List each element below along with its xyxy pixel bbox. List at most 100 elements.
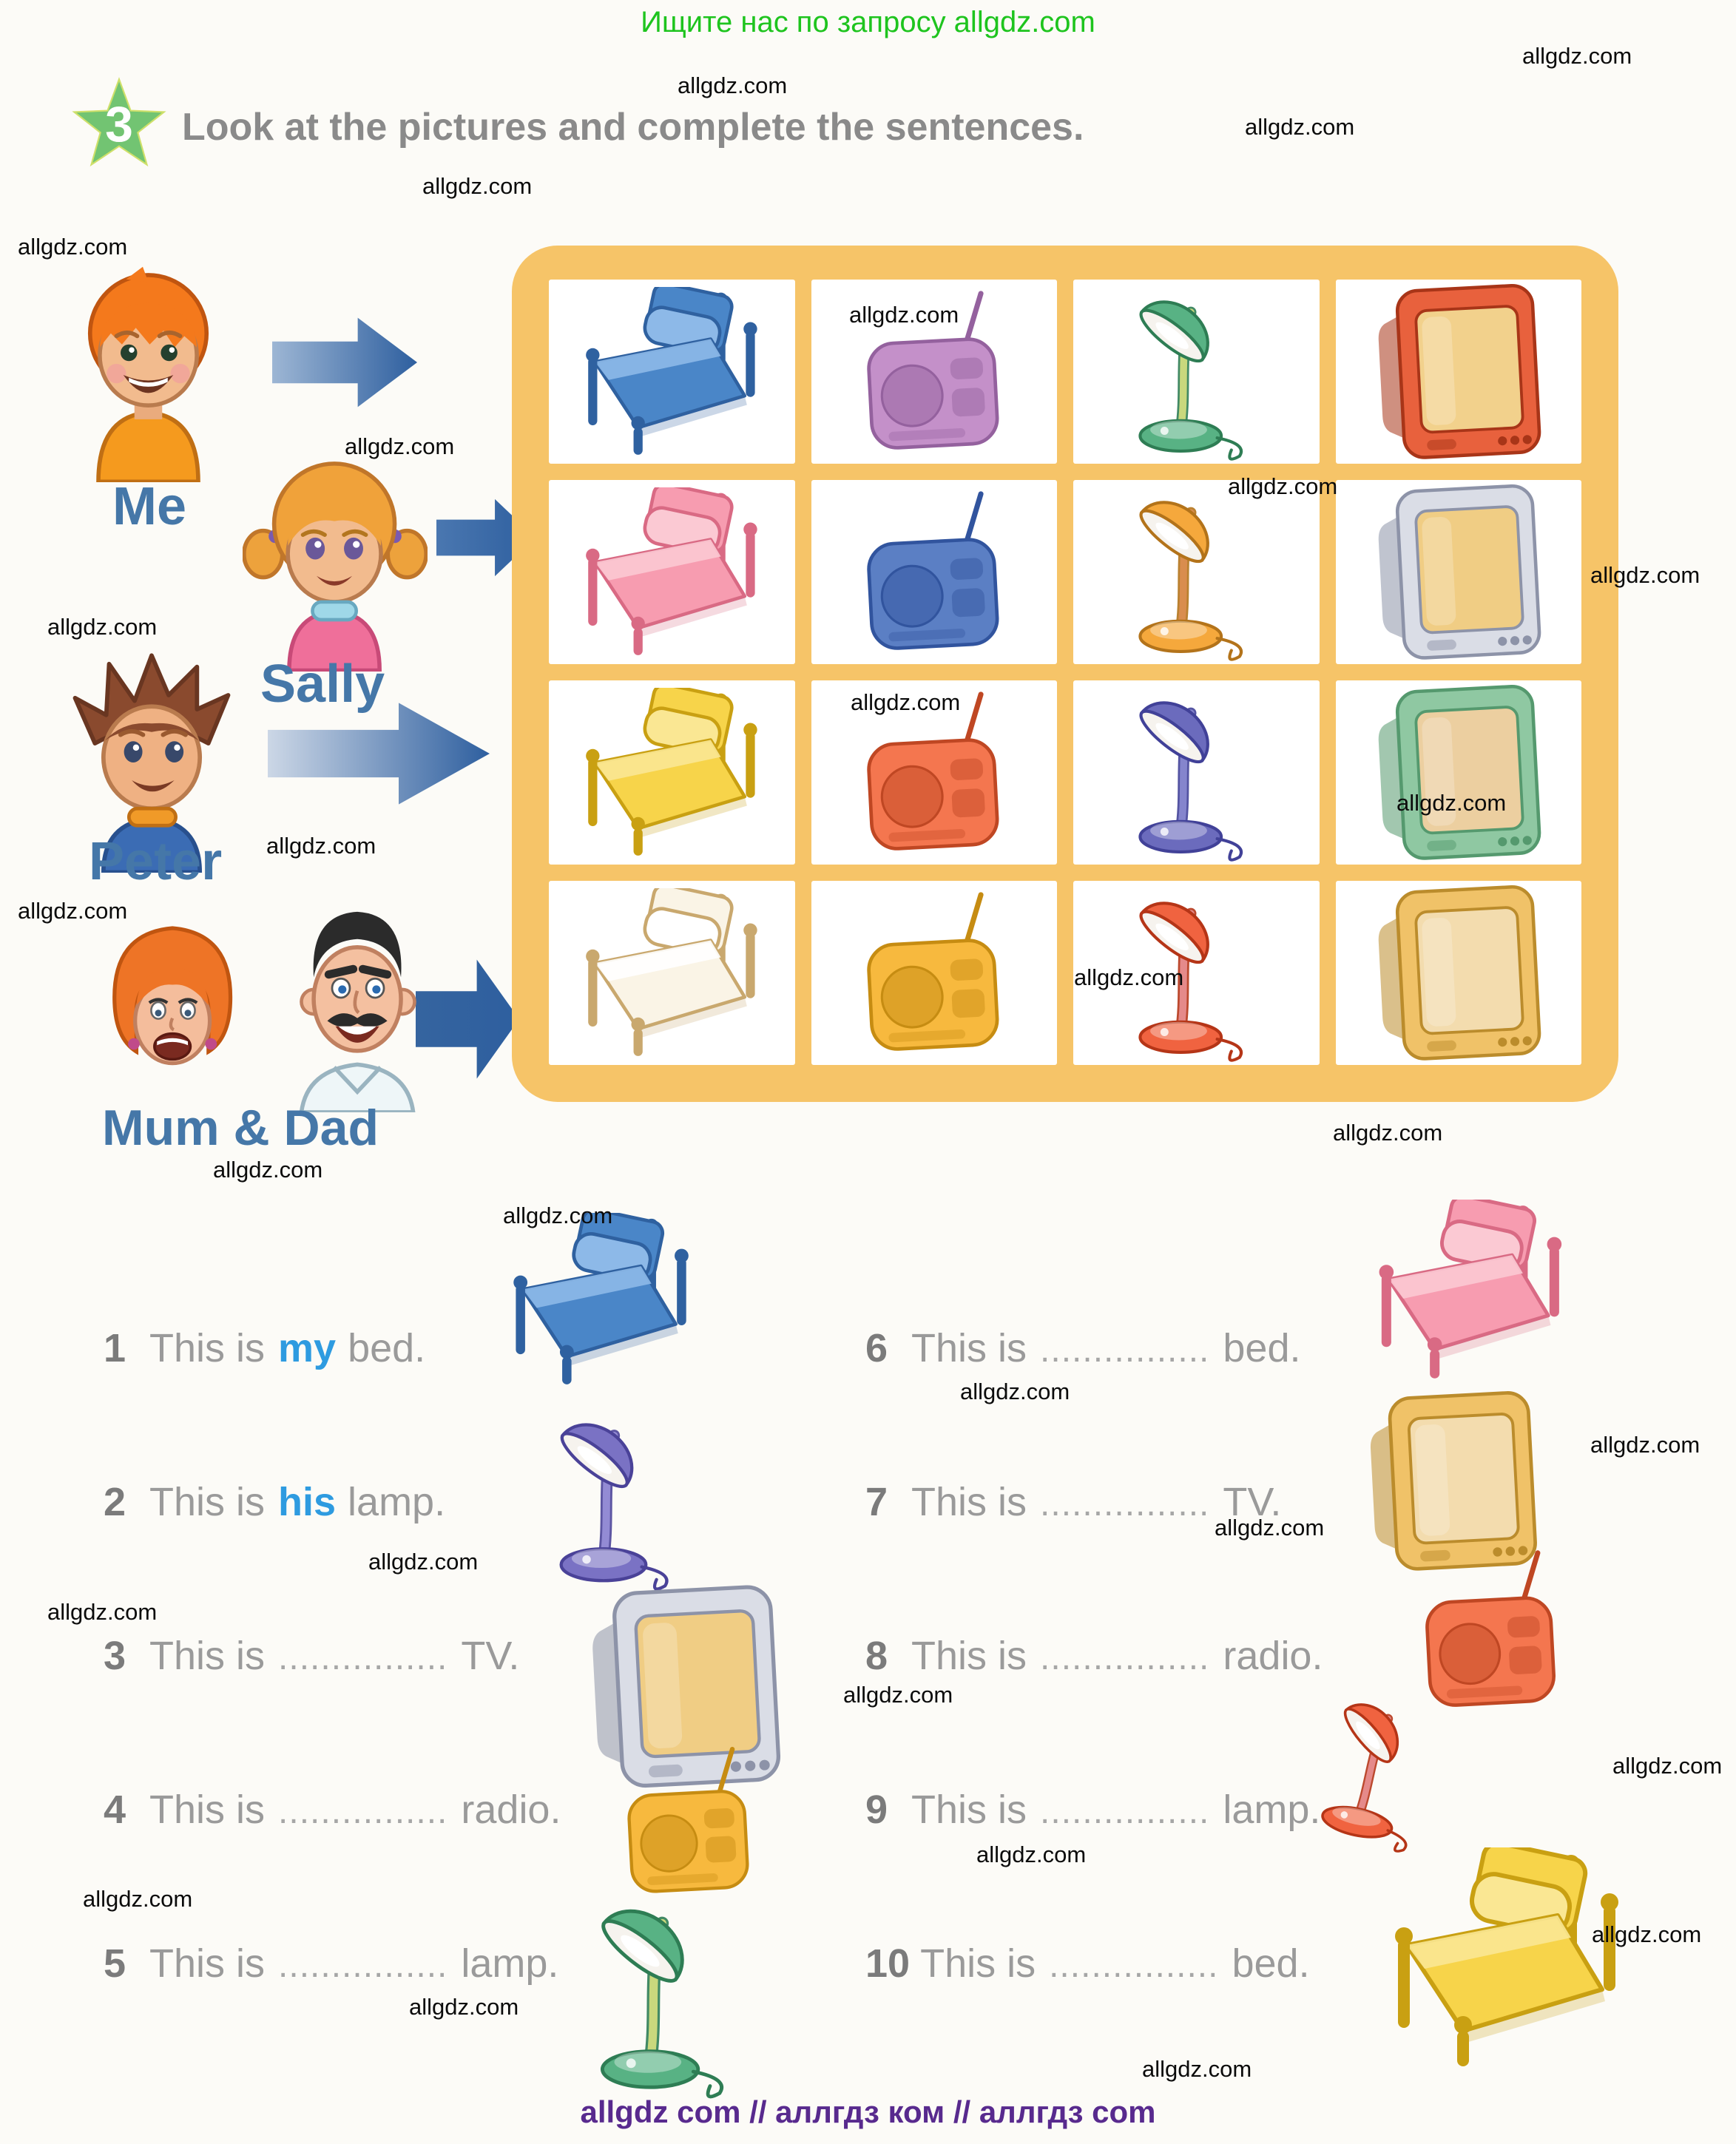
star-icon [72,77,166,167]
sentence-text: This is [149,1480,266,1524]
sentence-noun: TV. [1223,1480,1282,1524]
sentence-noun: TV. [461,1634,520,1678]
character-label-mumdad: Mum & Dad [102,1100,379,1156]
bed-illustration [585,887,757,1056]
grid-cell-mumdad-lamp [1073,881,1320,1065]
sentence-item-green-lamp [578,1887,758,2104]
tv-illustration [1378,684,1541,860]
watermark-text: allgdz.com [1590,1432,1700,1458]
sentence-noun: bed. [348,1326,426,1370]
radio-illustration [866,490,999,650]
watermark-text: allgdz.com [213,1157,323,1183]
sentence-text: This is [149,1788,266,1832]
arrow-right-icon [272,317,417,408]
sentence-item-silver-tv [584,1583,786,1795]
watermark-text: allgdz.com [849,302,959,328]
character-peter [72,653,231,875]
bed-illustration [585,286,757,455]
watermark-text: allgdz.com [18,234,128,260]
watermark-text: allgdz.com [503,1203,613,1228]
fill-in-blank: ................ [1040,1484,1210,1524]
sentence-noun: lamp. [1223,1788,1321,1832]
character-mum [112,926,233,1066]
sentence-text: This is [911,1326,1027,1370]
tv-illustration [592,1585,781,1788]
character-me [87,266,209,484]
grid-cell-sally-lamp [1073,480,1320,664]
grid-cell-mumdad-bed [549,881,795,1065]
fill-in-blank: ................ [1040,1638,1210,1677]
sentence-number: 1 [104,1326,126,1370]
sentence-number: 8 [865,1634,888,1678]
lamp-illustration [559,1423,669,1591]
sentence-noun: radio. [1223,1634,1323,1678]
sentence-number: 10 [865,1941,911,1986]
sentence-item-pink-bed [1374,1194,1567,1384]
watermark-text: allgdz.com [1142,2056,1252,2082]
watermark-text: allgdz.com [368,1549,479,1575]
watermark-text: allgdz.com [266,833,376,859]
bed-illustration [513,1208,689,1384]
exercise-number: 3 [105,96,133,152]
character-label-me: Me [112,477,187,536]
sentence-text: This is [911,1634,1027,1678]
watermark-text: allgdz.com [1396,790,1507,816]
sentence-item-orange-red-radio [1417,1547,1567,1717]
arrow-right-icon [436,496,536,584]
radio-illustration [627,1746,749,1893]
sentence-number: 4 [104,1788,126,1832]
lamp-illustration [1321,1703,1408,1853]
grid-cell-sally-tv [1335,480,1581,664]
tv-illustration [1370,1391,1537,1571]
grid-cell-peter-bed [549,680,795,865]
tv-illustration [1378,283,1541,459]
watermark-text: allgdz.com [1228,473,1338,499]
sentence-noun: lamp. [461,1941,559,1986]
watermark-text: allgdz.com [409,1994,519,2020]
items-grid-cells [549,280,1581,1065]
promo-header: Ищите нас по запросу allgdz.com [641,6,1095,38]
radio-illustration [1425,1550,1556,1707]
arrow-right-icon [268,703,490,805]
radio-illustration [866,891,999,1051]
fill-in-blank: ................ [1040,1792,1210,1831]
watermark-text: allgdz.com [83,1886,193,1912]
arrow-right-icon [268,698,490,813]
watermark-text: allgdz.com [1074,964,1184,990]
tv-illustration [1378,484,1541,660]
sentence-text: This is [911,1788,1027,1832]
watermark-text: allgdz.com [18,898,128,924]
watermark-text: allgdz.com [960,1379,1070,1404]
exercise-number-star: 3 [70,76,168,175]
sentence-noun: lamp. [348,1480,446,1524]
sentence-text: This is [149,1634,266,1678]
tv-illustration [1378,885,1541,1061]
watermark-text: allgdz.com [1333,1120,1443,1146]
character-mumdad [95,901,450,1139]
watermark-text: allgdz.com [47,1599,158,1625]
grid-cell-sally-bed [549,480,795,664]
items-grid [512,246,1618,1102]
lamp-illustration [1138,300,1243,461]
sentence-noun: bed. [1232,1941,1310,1986]
watermark-text: allgdz.com [976,1842,1087,1867]
grid-cell-sally-radio [811,480,1057,664]
grid-cell-me-lamp [1073,280,1320,464]
character-sally [242,461,428,673]
sentence-text: This is [920,1941,1036,1986]
sentence-8: 8 This is................ radio. [865,1633,1323,1679]
exercise-title: Look at the pictures and complete the se… [182,106,1084,149]
grid-cell-mumdad-radio [811,881,1057,1065]
sentence-number: 2 [104,1480,126,1524]
watermark-text: allgdz.com [843,1682,953,1708]
bed-illustration [1395,1841,1618,2066]
watermark-text: allgdz.com [422,173,533,199]
bed-illustration [585,687,757,856]
arrow-right-icon [436,498,536,577]
character-peter [67,652,237,875]
